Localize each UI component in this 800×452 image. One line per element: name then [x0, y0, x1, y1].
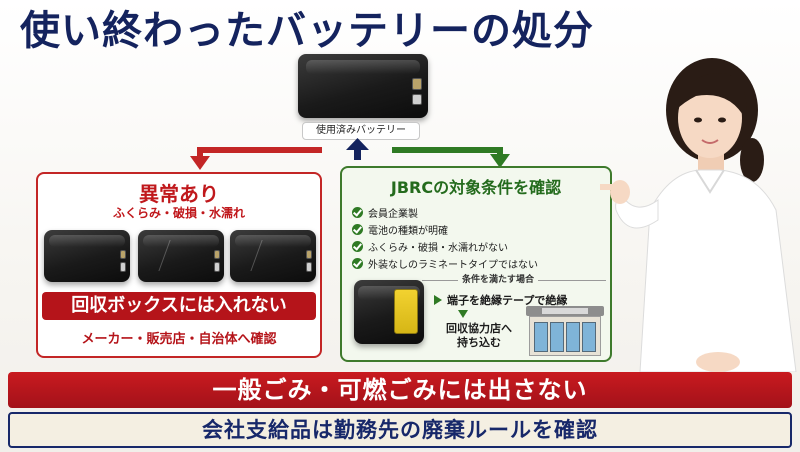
check-icon	[352, 223, 363, 235]
check-item-label: 電池の種類が明確	[368, 225, 448, 237]
damaged-battery-icon	[44, 230, 130, 282]
step-insulate-label: 端子を絶縁テープで絶縁	[447, 294, 568, 307]
check-item-label: ふくらみ・破損・水濡れがない	[368, 242, 508, 254]
check-item: ふくらみ・破損・水濡れがない	[352, 238, 608, 254]
battery-port-icon	[305, 262, 312, 272]
insulation-tape-icon	[394, 288, 418, 334]
company-rule-banner: 会社支給品は勤務先の廃棄ルールを確認	[8, 412, 792, 448]
no-collection-box-banner: 回収ボックスには入れない	[42, 292, 316, 320]
damaged-battery-icon	[138, 230, 224, 282]
battery-port-icon	[119, 249, 126, 260]
battery-port-icon	[305, 249, 312, 260]
arrow-right-icon	[434, 295, 442, 305]
check-item-label: 会員企業製	[368, 208, 418, 220]
step-insulate: 端子を絶縁テープで絶縁	[434, 292, 567, 308]
check-icon	[352, 206, 363, 218]
step-bring: 回収協力店へ 持ち込む	[434, 322, 524, 350]
abnormal-subtitle: ふくらみ・破損・水濡れ	[112, 206, 245, 220]
used-battery-label: 使用済みバッテリー	[302, 122, 420, 140]
abnormal-title: 異常あり	[139, 182, 219, 206]
jbrc-title: JBRCの対象条件を確認	[390, 178, 562, 197]
check-icon	[352, 240, 363, 252]
jbrc-panel: JBRCの対象条件を確認 会員企業製 電池の種類が明確 ふくらみ・破損・水濡れが…	[340, 166, 612, 362]
battery-port-icon	[119, 262, 126, 272]
check-icon	[352, 257, 363, 269]
store-icon	[526, 306, 604, 358]
condition-divider: 条件を満たす場合	[422, 274, 606, 286]
arrow-down-icon	[458, 310, 468, 318]
condition-label: 条件を満たす場合	[458, 274, 539, 286]
used-battery-icon	[298, 54, 428, 118]
person-illustration	[600, 58, 797, 372]
crack-mark	[250, 240, 296, 272]
battery-port-icon	[213, 249, 220, 260]
step-bring-line1: 回収協力店へ	[446, 322, 512, 335]
step-bring-line2: 持ち込む	[457, 336, 501, 349]
store-window	[534, 322, 548, 352]
arrow-left-red-icon	[190, 147, 322, 170]
check-item-label: 外装なしのラミネートタイプではない	[368, 259, 538, 271]
arrow-up-icon	[346, 138, 369, 160]
confirm-text: メーカー・販売店・自治体へ確認	[81, 332, 277, 347]
crack-mark	[158, 240, 204, 272]
store-window	[566, 322, 580, 352]
battery-port-icon	[412, 93, 422, 106]
battery-port-icon	[213, 262, 220, 272]
no-general-garbage-banner: 一般ごみ・可燃ごみには出さない	[8, 372, 792, 408]
damaged-battery-icon	[230, 230, 316, 282]
battery-port-icon	[412, 78, 422, 90]
check-item: 会員企業製	[352, 204, 608, 220]
abnormal-panel: 異常あり ふくらみ・破損・水濡れ 回収ボックスには入れない メーカー・販売店・自…	[36, 172, 322, 358]
store-window	[582, 322, 596, 352]
check-item: 外装なしのラミネートタイプではない	[352, 255, 608, 271]
condition-check-list: 会員企業製 電池の種類が明確 ふくらみ・破損・水濡れがない 外装なしのラミネート…	[352, 204, 608, 272]
page-title: 使い終わったバッテリーの処分	[20, 8, 594, 54]
store-sign	[542, 308, 588, 314]
check-item: 電池の種類が明確	[352, 221, 608, 237]
taped-battery-icon	[354, 280, 424, 344]
store-window	[550, 322, 564, 352]
